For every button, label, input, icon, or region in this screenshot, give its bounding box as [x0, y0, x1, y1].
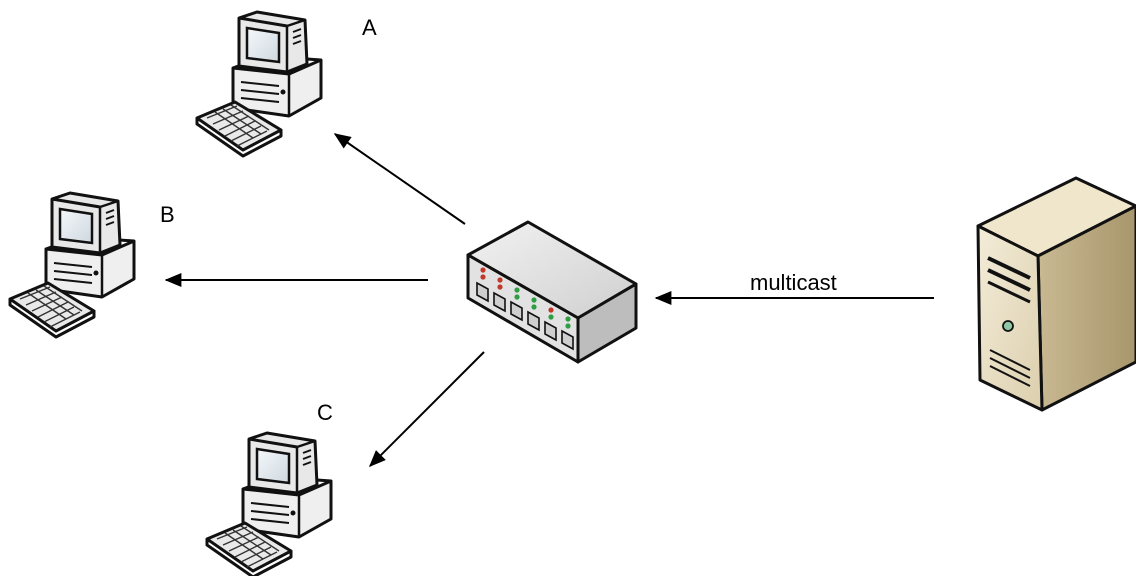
- desktop-computer-icon: [195, 10, 323, 158]
- computer-c: [205, 431, 333, 576]
- computer-a: [195, 10, 323, 158]
- link-to-computer-c: [369, 351, 485, 467]
- network-switch: [466, 220, 638, 364]
- server: [976, 176, 1136, 412]
- computer-c-label: C: [317, 400, 333, 425]
- network-switch-icon: [466, 220, 638, 364]
- tower-server-icon: [976, 176, 1136, 412]
- desktop-computer-icon: [205, 431, 333, 576]
- computer-a-label: A: [362, 15, 377, 40]
- computer-b-label: B: [160, 202, 175, 227]
- multicast-label: multicast: [750, 270, 837, 295]
- link-to-computer-a: [333, 133, 466, 225]
- desktop-computer-icon: [8, 191, 136, 339]
- computer-b: [8, 191, 136, 339]
